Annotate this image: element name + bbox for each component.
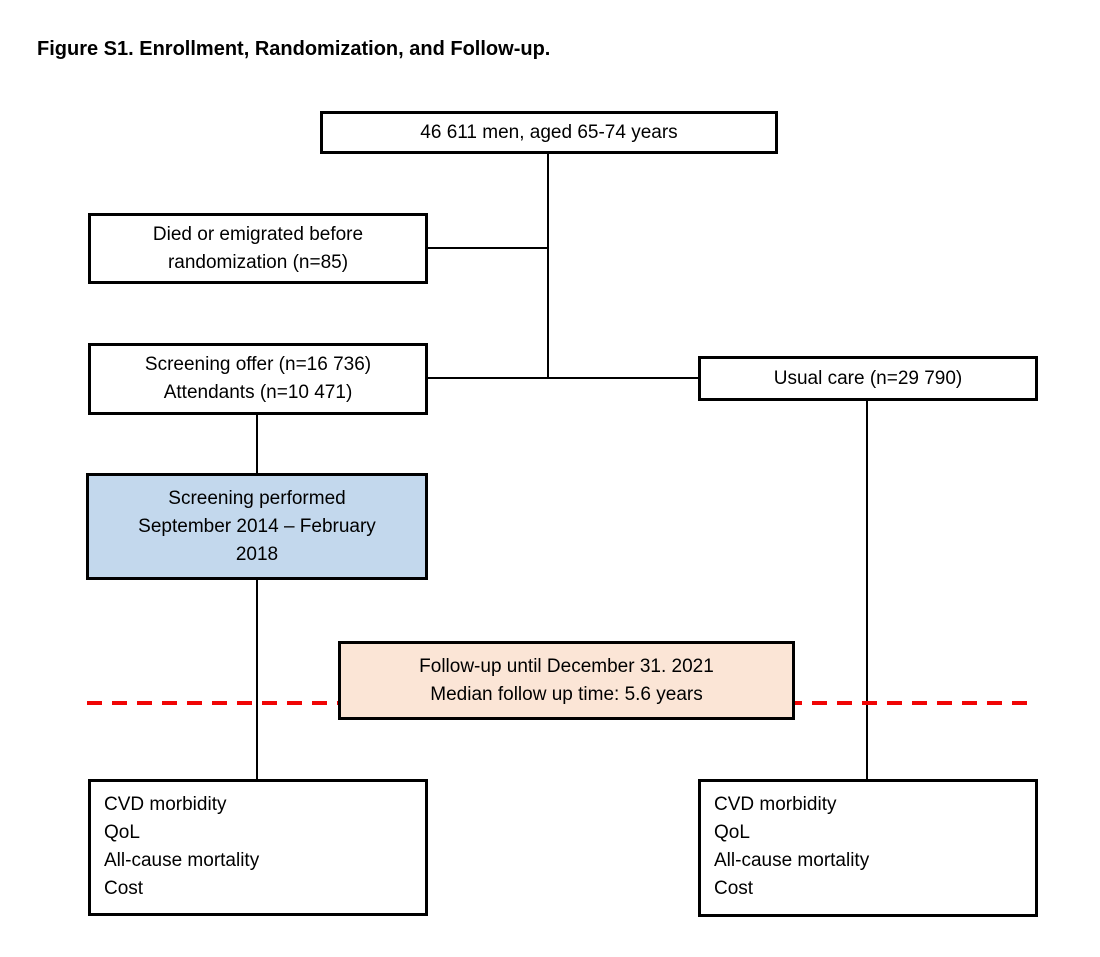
excluded-line-1: Died or emigrated before: [152, 223, 364, 245]
outcome-line: CVD morbidity: [714, 794, 837, 815]
population-box: 46 611 men, aged 65-74 years: [320, 111, 778, 154]
outcome-line: CVD morbidity: [104, 794, 227, 815]
screening-period-box: Screening performed September 2014 – Feb…: [86, 473, 428, 580]
follow-up-line-1: Follow-up until December 31. 2021: [419, 655, 714, 677]
connector-randomization-branch: [428, 377, 698, 379]
connector-population-to-branch: [547, 154, 549, 378]
screening-period-line-3: 2018: [235, 543, 279, 565]
screening-period-line-2: September 2014 – February: [138, 515, 376, 537]
excluded-box: Died or emigrated before randomization (…: [88, 213, 428, 284]
screening-period-line-1: Screening performed: [168, 487, 346, 509]
outcomes-usual-care-box: CVD morbidity QoL All-cause mortality Co…: [698, 779, 1038, 917]
excluded-line-2: randomization (n=85): [167, 251, 349, 273]
outcomes-screening-box: CVD morbidity QoL All-cause mortality Co…: [88, 779, 428, 916]
outcome-line: QoL: [104, 822, 140, 843]
usual-care-text: Usual care (n=29 790): [773, 367, 963, 389]
outcome-line: Cost: [104, 878, 144, 899]
screening-offer-line-2: Attendants (n=10 471): [163, 382, 353, 403]
population-text: 46 611 men, aged 65-74 years: [420, 121, 678, 143]
connector-to-excluded-box: [428, 247, 548, 249]
connector-screening-arm: [256, 415, 258, 779]
outcome-line: Cost: [714, 878, 754, 899]
connector-usual-care-arm: [866, 401, 868, 779]
follow-up-box: Follow-up until December 31. 2021 Median…: [338, 641, 795, 720]
follow-up-line-2: Median follow up time: 5.6 years: [430, 683, 703, 705]
outcome-line: QoL: [714, 822, 750, 843]
usual-care-box: Usual care (n=29 790): [698, 356, 1038, 401]
screening-offer-box: Screening offer (n=16 736) Attendants (n…: [88, 343, 428, 415]
outcome-line: All-cause mortality: [104, 850, 260, 871]
outcome-line: All-cause mortality: [714, 850, 870, 871]
screening-offer-line-1: Screening offer (n=16 736): [144, 354, 372, 375]
figure-title: Figure S1. Enrollment, Randomization, an…: [37, 38, 551, 60]
